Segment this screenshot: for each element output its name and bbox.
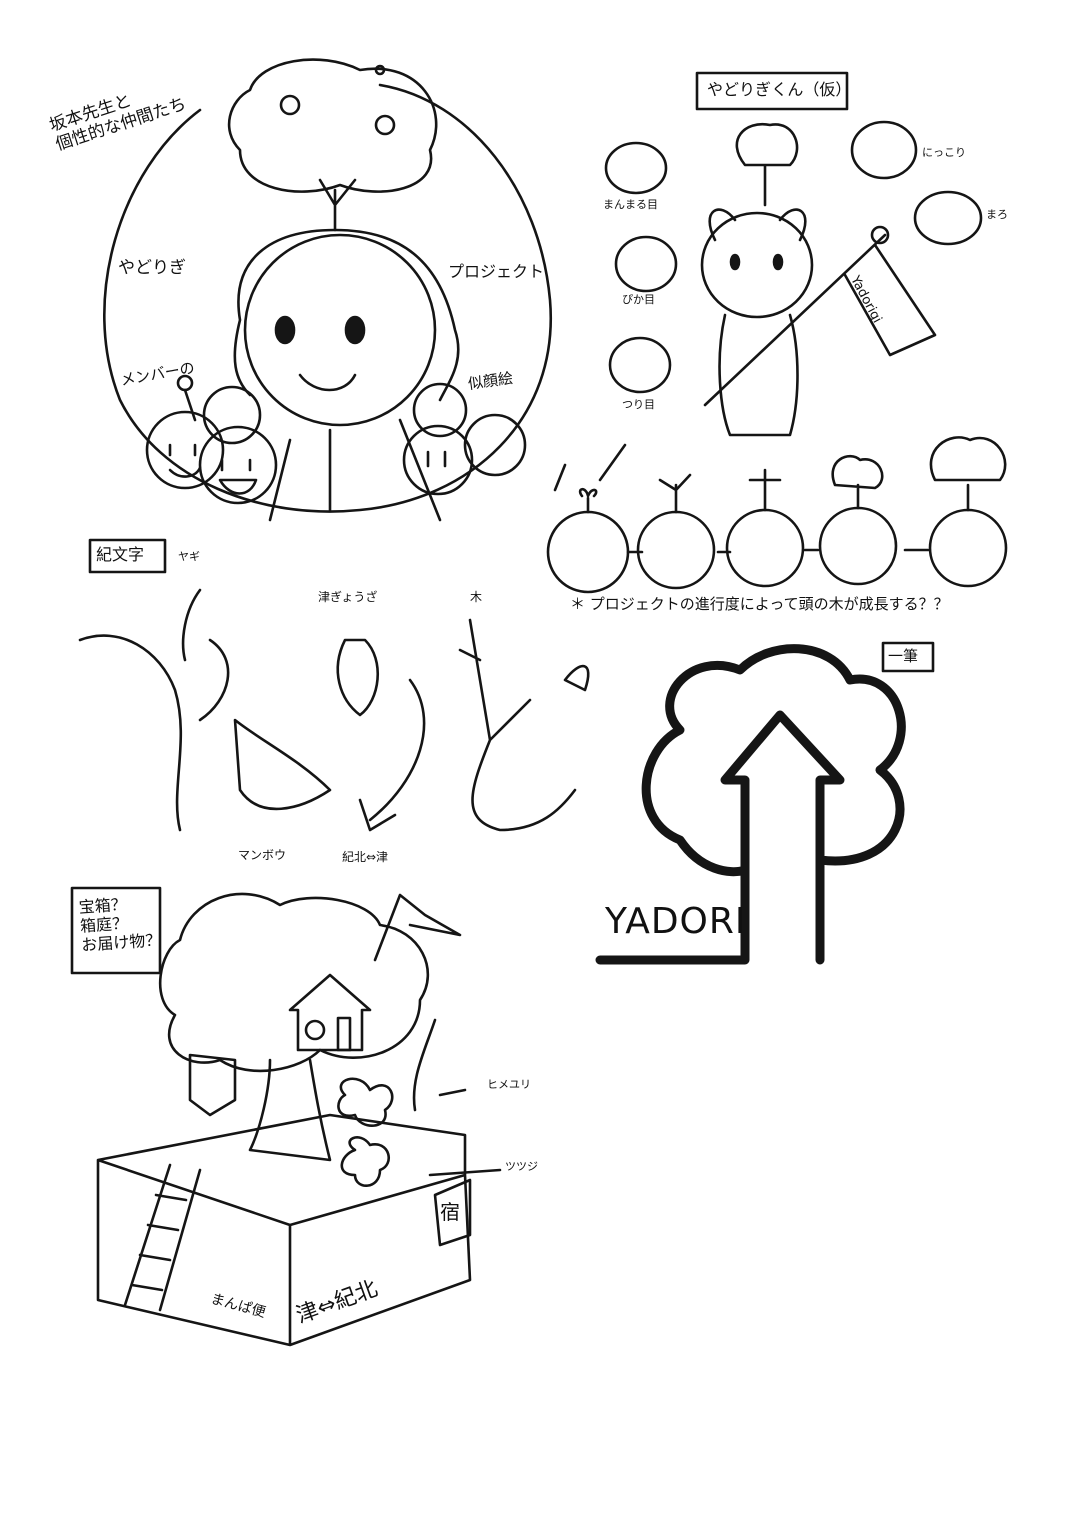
face-label: ぴか目 [622, 293, 655, 306]
portrait-right-label: プロジェクト [448, 262, 545, 281]
mascot-illustration [604, 71, 983, 437]
growth-sequence [546, 436, 1008, 594]
logo-title: 一筆 [888, 647, 919, 665]
lettering-caption: 紀北⇔津 [342, 850, 389, 864]
box-sign: 宿 [440, 1200, 460, 1224]
flower-label: ツツジ [505, 1160, 538, 1173]
lettering-caption: マンボウ [238, 848, 287, 862]
diorama-illustration [70, 886, 502, 1347]
face-label: まんまる目 [603, 198, 658, 211]
growth-note: ＊ プロジェクトの進行度によって頭の木が成長する？？ [570, 595, 949, 613]
portrait-illustration [103, 58, 553, 522]
face-label: にっこり [922, 146, 966, 159]
face-label: つり目 [622, 398, 655, 411]
mascot-title: やどりぎくん（仮） [707, 80, 852, 99]
lettering-title: 紀文字 [96, 545, 145, 564]
lettering-tag: ヤギ [178, 550, 200, 563]
diorama-question: 宝箱？ 箱庭？ お届け物？ [78, 892, 162, 956]
flower-label: ヒメユリ [487, 1078, 531, 1091]
portrait-left-label: やどりぎ [118, 258, 186, 278]
lettering-illustration [78, 538, 590, 832]
lettering-tag: 津ぎょうざ [318, 590, 378, 604]
logo-wordmark: YADORI [605, 901, 747, 942]
lettering-tag: 木 [470, 590, 483, 604]
logo-illustration [595, 641, 935, 965]
face-label: まろ [986, 208, 1008, 221]
